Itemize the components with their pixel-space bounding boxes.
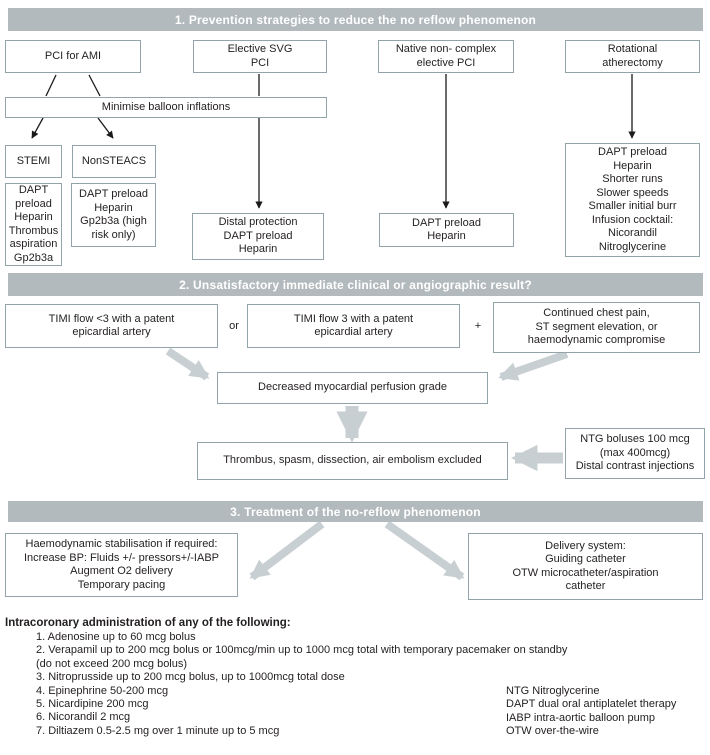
- abbreviation-list: NTG Nitroglycerine DAPT dual oral antipl…: [506, 685, 676, 739]
- intracoronary-list: 1. Adenosine up to 60 mcg bolus 2. Verap…: [36, 631, 567, 738]
- abbreviation-item: IABP intra-aortic balloon pump: [506, 711, 655, 724]
- box-haemodynamic-stabilisation: Haemodynamic stabilisation if required: …: [5, 533, 238, 597]
- arrow-bar3-to-delivery: [384, 520, 465, 581]
- box-embolism-excluded: Thrombus, spasm, dissection, air embolis…: [197, 442, 508, 480]
- abbreviation-item: DAPT dual oral antiplatelet therapy: [506, 698, 677, 711]
- box-stemi-treatment: DAPT preload Heparin Thrombus aspiration…: [5, 183, 62, 266]
- or-label: or: [229, 320, 239, 332]
- arrow-continued-to-decreased: [498, 350, 569, 381]
- list-item: 2. Verapamil up to 200 mcg bolus or 100m…: [36, 644, 568, 670]
- box-pci-for-ami: PCI for AMI: [5, 40, 141, 73]
- section3-header: 3. Treatment of the no-reflow phenomenon: [8, 501, 703, 522]
- arrow-bar3-to-haemo: [249, 520, 325, 581]
- box-elective-svg-pci: Elective SVG PCI: [193, 40, 327, 73]
- arrow-minimise-to-nonsteacs: [97, 117, 114, 139]
- plus-label: +: [474, 320, 482, 332]
- box-rota-treatment: DAPT preload Heparin Shorter runs Slower…: [565, 143, 700, 257]
- list-item: 5. Nicardipine 200 mcg: [36, 698, 149, 711]
- box-ntg-boluses: NTG boluses 100 mcg (max 400mcg) Distal …: [565, 428, 705, 479]
- section1-header: 1. Prevention strategies to reduce the n…: [8, 8, 703, 31]
- box-stemi: STEMI: [5, 145, 62, 178]
- intracoronary-heading: Intracoronary administration of any of t…: [5, 617, 291, 629]
- list-item: 7. Diltiazem 0.5-2.5 mg over 1 minute up…: [36, 724, 280, 737]
- box-decreased-perfusion: Decreased myocardial perfusion grade: [217, 372, 488, 404]
- arrow-minimise-to-stemi: [31, 117, 44, 139]
- box-svg-treatment: Distal protection DAPT preload Heparin: [192, 213, 324, 260]
- section2-header: 2. Unsatisfactory immediate clinical or …: [8, 273, 703, 296]
- box-native-treatment: DAPT preload Heparin: [379, 213, 514, 247]
- box-timi-flow-lt3: TIMI flow <3 with a patent epicardial ar…: [5, 304, 218, 348]
- box-nonsteacs-treatment: DAPT preload Heparin Gp2b3a (high risk o…: [71, 183, 156, 247]
- line-pciami-to-minimise-right: [88, 74, 101, 97]
- list-item: 1. Adenosine up to 60 mcg bolus: [36, 631, 196, 643]
- box-continued-chest-pain: Continued chest pain, ST segment elevati…: [493, 302, 700, 353]
- arrow-timilt3-to-decreased: [165, 347, 210, 381]
- abbreviation-item: OTW over-the-wire: [506, 725, 599, 738]
- line-pciami-to-minimise-left: [45, 74, 57, 97]
- box-minimise-balloon-inflations: Minimise balloon inflations: [5, 97, 327, 118]
- abbreviation-item: NTG Nitroglycerine: [506, 685, 600, 697]
- box-native-elective-pci: Native non- complex elective PCI: [378, 40, 514, 73]
- box-delivery-system: Delivery system: Guiding catheter OTW mi…: [468, 533, 703, 600]
- list-item: 6. Nicorandil 2 mcg: [36, 711, 131, 724]
- list-item: 4. Epinephrine 50-200 mcg: [36, 684, 169, 697]
- box-rotational-atherectomy: Rotational atherectomy: [565, 40, 700, 73]
- box-nonsteacs: NonSTEACS: [72, 145, 156, 178]
- box-timi-flow-3: TIMI flow 3 with a patent epicardial art…: [247, 304, 460, 348]
- list-item: 3. Nitroprusside up to 200 mcg bolus, up…: [36, 671, 345, 684]
